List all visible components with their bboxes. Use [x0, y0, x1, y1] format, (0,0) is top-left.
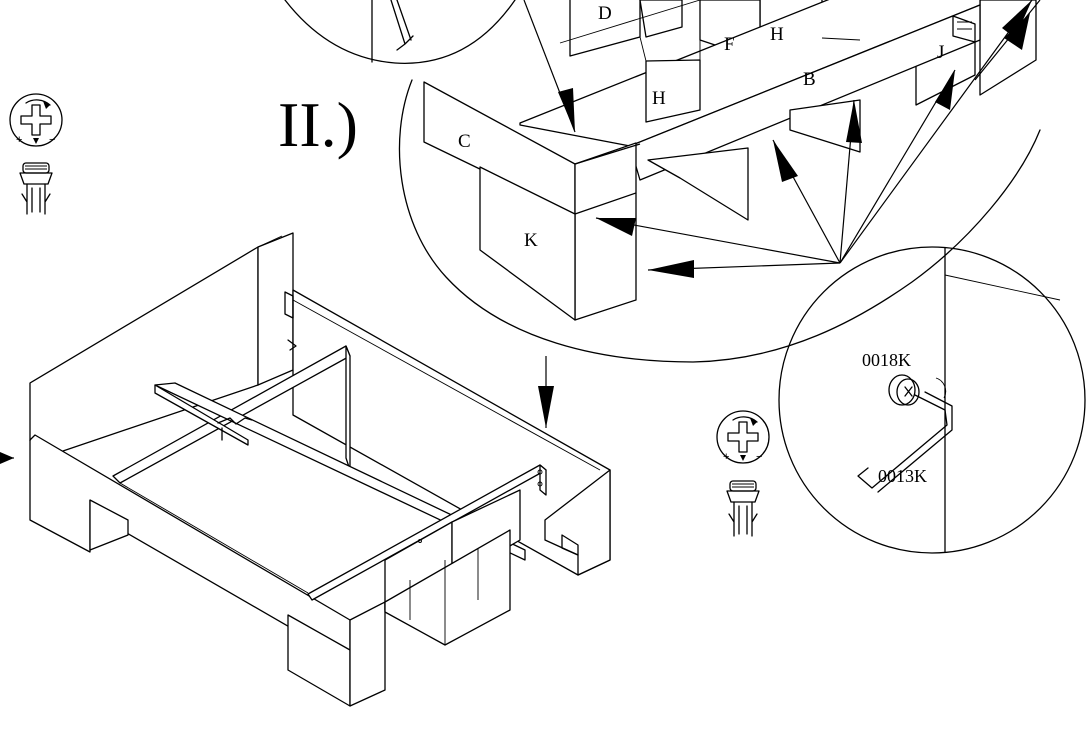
svg-text:+: + [16, 134, 22, 146]
svg-text:−: − [756, 451, 762, 463]
part-label-k: K [524, 230, 538, 251]
assembled-bed [29, 232, 611, 707]
hex-key-icon [857, 377, 953, 493]
screwdriver-icon: + − [9, 93, 63, 147]
part-label-c: C [458, 131, 471, 152]
part-label-d: D [598, 3, 612, 24]
screwdriver-icon: + − [716, 410, 770, 464]
exploded-view-circle [398, 79, 1041, 363]
dowel-icon [726, 480, 760, 537]
top-left-detail-circle [284, 0, 516, 64]
cam-lock-code: 0018K [862, 350, 911, 370]
step-label: II.) [278, 89, 358, 160]
part-label-h-right: H [770, 24, 784, 45]
pointer-arrows [0, 0, 1041, 464]
hex-key-code: 0013K [878, 466, 927, 486]
dowel-icon [19, 162, 53, 215]
part-label-h-left: H [652, 88, 666, 109]
cam-lock-icon [888, 374, 920, 406]
svg-text:+: + [723, 451, 729, 463]
part-label-b: B [803, 69, 816, 90]
svg-text:−: − [49, 134, 55, 146]
part-label-f: F [724, 34, 735, 55]
hardware-detail-circle [778, 246, 1086, 554]
part-label-j: J [937, 42, 944, 63]
exploded-view-parts [423, 0, 1037, 321]
